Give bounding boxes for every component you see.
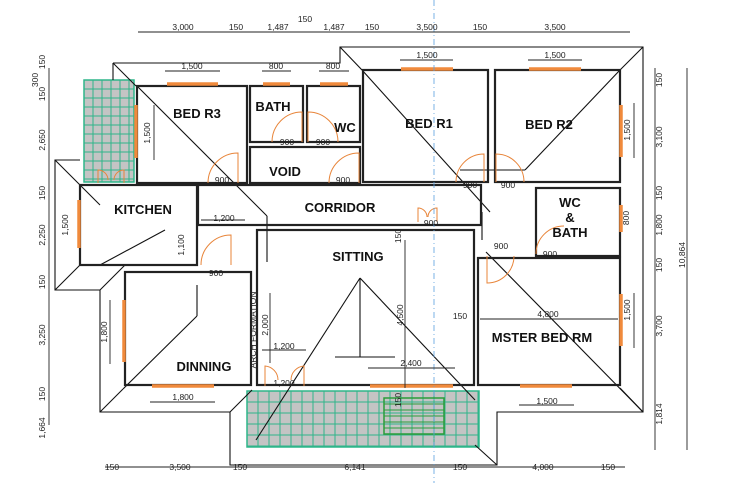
dimension-label: 1,500 (536, 396, 558, 406)
dimension-label: 2,400 (400, 358, 422, 368)
dimension-label: 800 (326, 61, 340, 71)
dimension-label: 150 (393, 393, 403, 407)
dimension-label: 1,500 (181, 61, 203, 71)
dimension-label: 150 (298, 14, 312, 24)
dimension-label: 3,250 (37, 324, 47, 346)
dimension-label: 4,800 (537, 309, 559, 319)
dimension-label: 900 (280, 137, 294, 147)
dimension-label: 150 (654, 73, 664, 87)
dimension-label: 1,800 (99, 321, 109, 343)
dimension-labels: 3,000 150 1,487 150 1,487 150 3,500 150 3,500 1,5… (30, 14, 687, 472)
dimension-label: 900 (316, 137, 330, 147)
dimension-label: 3,100 (654, 126, 664, 148)
dimension-label: 150 (229, 22, 243, 32)
dimension-lines (48, 31, 688, 468)
room-label: SITTING (332, 249, 383, 264)
dimension-label: 900 (543, 249, 557, 259)
dimension-label: 150 (365, 22, 379, 32)
dimension-label: 1,800 (172, 392, 194, 402)
dimension-label: 800 (621, 211, 631, 225)
dimension-label: 3,500 (169, 462, 191, 472)
dimension-label: 900 (424, 218, 438, 228)
room-labels: BED R3 BATH WC VOID BED R1 BED R2 KITCHEN CORRI… (114, 99, 592, 374)
room-label: BED R1 (405, 116, 453, 131)
dimension-label: 1,664 (37, 417, 47, 439)
room-label: CORRIDOR (305, 200, 376, 215)
dimension-label: 900 (501, 180, 515, 190)
dimension-label: 150 (37, 275, 47, 289)
overall-dimension-label: 10,864 (677, 242, 687, 268)
dimension-label: 300 (30, 73, 40, 87)
dimension-label: 2,250 (37, 224, 47, 246)
dimension-label: 900 (215, 175, 229, 185)
dimension-label: 1,500 (622, 119, 632, 141)
dimension-label: 1,487 (323, 22, 345, 32)
dimension-label: 1,500 (622, 299, 632, 321)
dimension-label: 4,000 (532, 462, 554, 472)
dimension-label: 3,500 (544, 22, 566, 32)
dimension-label: 150 (473, 22, 487, 32)
dimension-label: 1,500 (142, 122, 152, 144)
dimension-label: 150 (37, 387, 47, 401)
roof-lines (54, 46, 644, 466)
room-label: MSTER BED RM (492, 330, 592, 345)
dimension-label: 1,800 (654, 214, 664, 236)
dimension-label: 2,650 (37, 129, 47, 151)
dimension-label: 150 (654, 186, 664, 200)
dimension-label: 1,500 (416, 50, 438, 60)
dimension-label: 1,500 (544, 50, 566, 60)
dimension-label: 6,141 (344, 462, 366, 472)
room-label: BATH (552, 225, 587, 240)
room-label: KITCHEN (114, 202, 172, 217)
dimension-label: 3,500 (416, 22, 438, 32)
front-verandah-tiles (246, 390, 480, 448)
dimension-label: 900 (494, 241, 508, 251)
dimension-label: 1,200 (213, 213, 235, 223)
dimension-label: 150 (453, 311, 467, 321)
arch-formation-note: ARCH FORMATION (248, 292, 258, 369)
room-label: VOID (269, 164, 301, 179)
dimension-label: 150 (393, 229, 403, 243)
dimension-label: 150 (453, 462, 467, 472)
doors (97, 111, 565, 386)
dimension-label: 150 (37, 87, 47, 101)
room-label: DINNING (177, 359, 232, 374)
room-label: BATH (255, 99, 290, 114)
dimension-label: 3,000 (172, 22, 194, 32)
dimension-label: 1,487 (267, 22, 289, 32)
room-label: BED R2 (525, 117, 573, 132)
dimension-label: 900 (209, 268, 223, 278)
dimension-label: 3,700 (654, 315, 664, 337)
dimension-label: 150 (601, 462, 615, 472)
dimension-label: 150 (233, 462, 247, 472)
dimension-label: 150 (37, 186, 47, 200)
room-label: & (565, 210, 574, 225)
dimension-label: 1,200 (273, 341, 295, 351)
dimension-label: 2,000 (260, 314, 270, 336)
dimension-label: 150 (37, 55, 47, 69)
dimension-label: 1,814 (654, 403, 664, 425)
dimension-label: 150 (654, 258, 664, 272)
dimension-label: 900 (336, 175, 350, 185)
room-label: BED R3 (173, 106, 221, 121)
dimension-label: 900 (463, 180, 477, 190)
dimension-label: 1,200 (273, 378, 295, 388)
dimension-label: 150 (105, 462, 119, 472)
dimension-label: 1,500 (60, 214, 70, 236)
dimension-label: 4,500 (395, 304, 405, 326)
dimension-label: 800 (269, 61, 283, 71)
left-terrace-tiles (83, 79, 135, 183)
windows (77, 67, 623, 388)
dimension-label: 1,100 (176, 234, 186, 256)
room-label: WC (334, 120, 356, 135)
room-label: WC (559, 195, 581, 210)
